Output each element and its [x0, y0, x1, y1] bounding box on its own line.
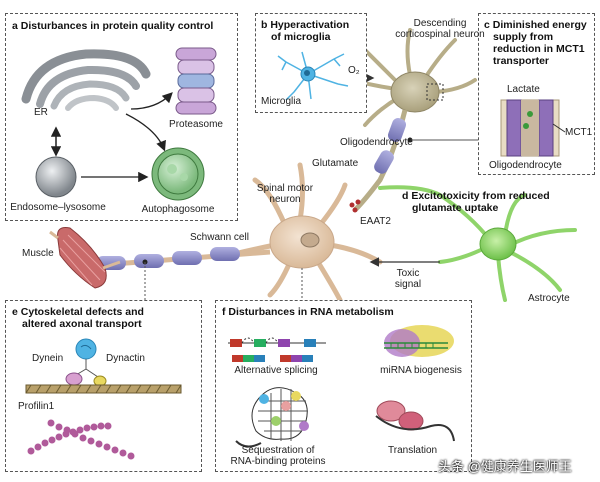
- label-oligodendrocyte-c: Oligodendrocyte: [489, 160, 562, 171]
- panel-e-letter: e: [12, 306, 18, 318]
- panel-f: f Disturbances in RNA metabolism: [215, 300, 472, 472]
- label-toxic-2: signal: [394, 279, 422, 290]
- mirna-icon: [384, 325, 454, 357]
- label-translation: Translation: [388, 445, 438, 456]
- label-sequestration-1: Sequestration of: [241, 445, 315, 456]
- corticospinal-neuron: [350, 28, 477, 212]
- label-sequestration-2: RNA-binding proteins: [230, 456, 326, 467]
- splicing-icon: [228, 337, 326, 362]
- panel-c-title-line-4: transporter: [493, 55, 550, 67]
- label-splicing: Alternative splicing: [234, 365, 318, 376]
- label-dynein: Dynein: [32, 353, 64, 364]
- label-schwann: Schwann cell: [190, 232, 249, 243]
- muscle: [49, 227, 121, 289]
- watermark: 头条 @健康养生医师王: [438, 459, 572, 474]
- panel-a-title: Disturbances in protein quality control: [20, 20, 214, 32]
- label-spinal-1: Spinal motor: [256, 183, 314, 194]
- label-descending-2: corticospinal neuron: [395, 29, 485, 40]
- panel-b-title-line-2: of microglia: [271, 31, 331, 43]
- label-muscle: Muscle: [22, 248, 54, 259]
- panel-a: a Disturbances in protein quality contro…: [5, 13, 238, 221]
- label-mirna: miRNA biogenesis: [380, 365, 462, 376]
- label-glutamate: Glutamate: [312, 158, 359, 169]
- panel-f-letter: f: [222, 306, 226, 318]
- panel-b: b Hyperactivation of microglia Microglia: [255, 13, 367, 113]
- astrocyte: [378, 185, 577, 302]
- label-astrocyte: Astrocyte: [528, 293, 570, 304]
- label-o2: O₂: [348, 65, 360, 76]
- panel-e-title-line-1: Cytoskeletal defects and: [20, 306, 144, 318]
- panel-d-letter: d: [402, 190, 409, 202]
- panel-e-title-line-2: altered axonal transport: [22, 318, 142, 330]
- panel-c-title-line-3: reduction in MCT1: [493, 43, 585, 55]
- translation-icon: [375, 400, 455, 442]
- label-oligodendrocyte: Oligodendrocyte: [340, 137, 413, 148]
- label-er: ER: [34, 107, 48, 118]
- er-icon: [21, 49, 151, 111]
- proteasome-icon: [175, 47, 217, 115]
- label-descending-1: Descending: [413, 18, 467, 29]
- label-endosome: Endosome–lysosome: [10, 202, 106, 213]
- label-autophagosome: Autophagosome: [141, 204, 215, 215]
- endosome-icon: [35, 156, 77, 198]
- label-proteasome: Proteasome: [169, 119, 223, 130]
- label-dynactin: Dynactin: [106, 353, 145, 364]
- label-toxic-1: Toxic: [396, 268, 420, 279]
- panel-b-letter: b: [261, 19, 268, 31]
- panel-e: e Cytoskeletal defects and altered axona…: [5, 300, 202, 472]
- panel-d-title: d Excitotoxicity from reduced glutamate …: [402, 190, 550, 214]
- autophagosome-icon: [151, 147, 205, 201]
- axonal-transport-icon: [25, 338, 182, 460]
- panel-d-title-line-2: glutamate uptake: [412, 202, 499, 214]
- panel-f-title: Disturbances in RNA metabolism: [228, 306, 394, 318]
- label-profilin: Profilin1: [18, 401, 55, 412]
- sequestration-icon: [235, 387, 309, 448]
- label-lactate: Lactate: [507, 84, 540, 95]
- panel-b-title-line-1: Hyperactivation: [270, 19, 350, 31]
- label-eaat2: EAAT2: [360, 216, 391, 227]
- panel-c-letter: c: [484, 19, 490, 31]
- actin-filament-icon: [27, 419, 135, 460]
- mct1-transporter-icon: [500, 99, 566, 157]
- panel-a-letter: a: [12, 20, 18, 32]
- microglia-icon: [277, 51, 349, 101]
- label-mct1: MCT1: [565, 127, 593, 138]
- panel-d-title-line-1: Excitotoxicity from reduced: [411, 190, 550, 202]
- panel-c-title-line-2: supply from: [493, 31, 554, 43]
- label-spinal-2: neuron: [269, 194, 301, 205]
- panel-c-title-line-1: Diminished energy: [492, 19, 587, 31]
- label-microglia: Microglia: [261, 96, 302, 107]
- panel-c: c Diminished energy supply from reductio…: [478, 13, 595, 175]
